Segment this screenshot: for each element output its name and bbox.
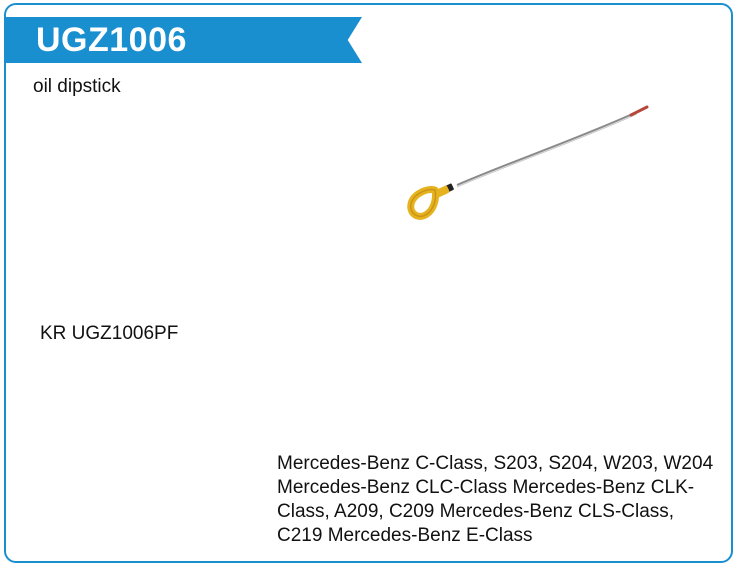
product-name: oil dipstick [33, 76, 121, 97]
dipstick-rod-highlight [456, 113, 638, 188]
dipstick-rod [456, 111, 638, 186]
dipstick-tip [629, 105, 649, 117]
part-number: KR UGZ1006PF [40, 323, 179, 344]
vehicle-applications: Mercedes-Benz C-Class, S203, S204, W203,… [277, 453, 714, 546]
dipstick-handle-shade [410, 188, 437, 218]
product-code: UGZ1006 [36, 21, 187, 59]
oil-dipstick-icon [407, 105, 649, 220]
dipstick-handle [407, 186, 439, 220]
product-code-banner [5, 17, 362, 63]
product-card [4, 3, 733, 563]
